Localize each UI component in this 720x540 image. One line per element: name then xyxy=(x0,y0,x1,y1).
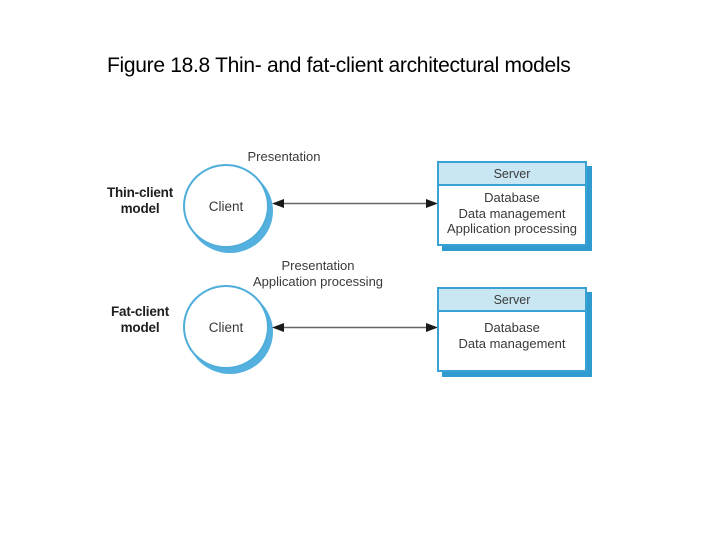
server-item: Data management xyxy=(458,335,566,351)
thin-client-server-arrow xyxy=(272,199,438,208)
thin-server-items: Database Data management Application pro… xyxy=(439,186,585,244)
thin-client-model-label-line1: Thin-client xyxy=(106,185,174,200)
fat-server-title: Server xyxy=(439,289,585,312)
fat-client-node: Client xyxy=(183,285,269,369)
thin-client-node: Client xyxy=(183,164,269,248)
thin-client-node-label: Client xyxy=(208,198,244,214)
thin-client-model-label-line2: model xyxy=(120,201,160,216)
fat-client-model-label-line1: Fat-client xyxy=(110,304,169,319)
fat-server-items: Database Data management xyxy=(439,312,585,370)
fat-client-layer-labels: Presentation Application processing xyxy=(228,258,408,289)
server-item: Database xyxy=(484,190,540,205)
thin-server-title: Server xyxy=(439,163,585,186)
thin-client-model-label: Thin-client model xyxy=(95,185,185,217)
fat-client-layer-label-1: Presentation xyxy=(281,258,355,273)
fat-client-model-label: Fat-client model xyxy=(95,304,185,336)
fat-client-model-label-line2: model xyxy=(120,320,160,335)
figure-title: Figure 18.8 Thin- and fat-client archite… xyxy=(107,54,571,77)
fat-client-node-label: Client xyxy=(208,319,244,335)
thin-client-layer-label: Presentation xyxy=(247,149,321,164)
thin-client-server-box: Server Database Data management Applicat… xyxy=(437,161,587,246)
fat-client-server-arrow xyxy=(272,323,438,332)
server-item: Data management xyxy=(458,205,566,221)
server-item: Database xyxy=(484,320,540,335)
fat-client-layer-label-2: Application processing xyxy=(252,273,384,289)
server-item: Application processing xyxy=(446,221,578,236)
fat-client-server-box: Server Database Data management xyxy=(437,287,587,372)
